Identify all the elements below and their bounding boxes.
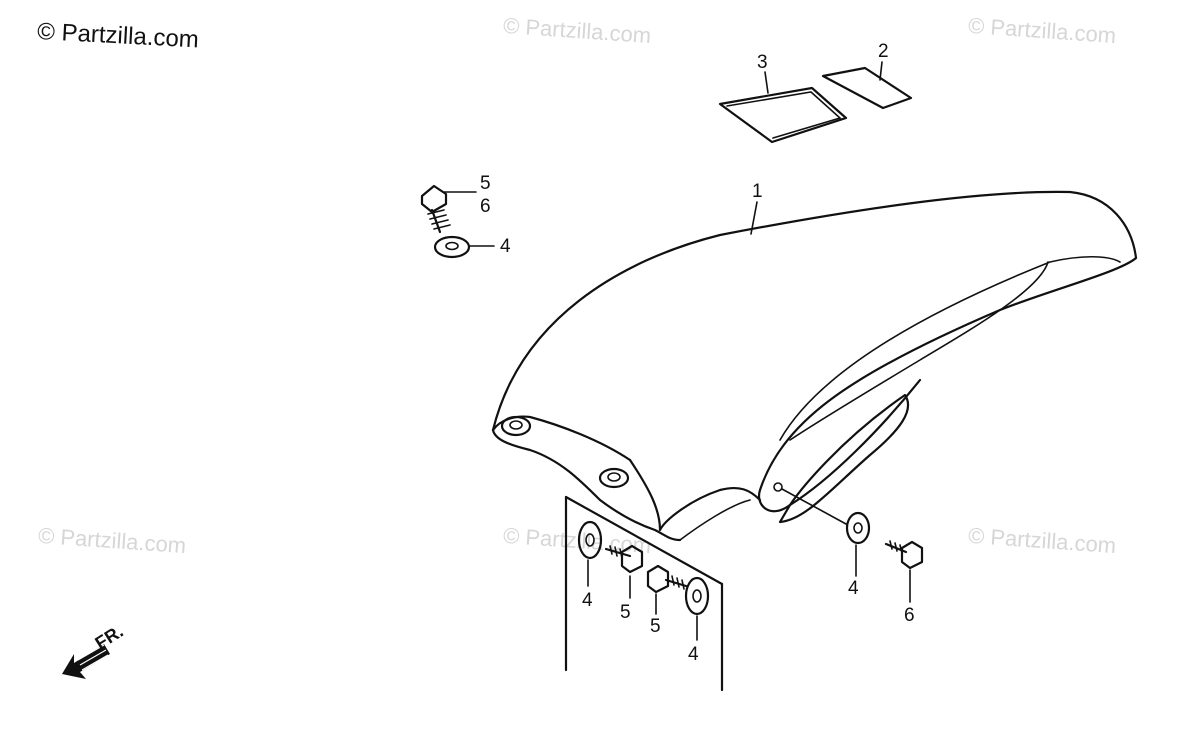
callout-1: 1 (752, 181, 763, 202)
part-3-sticker[interactable] (718, 86, 848, 144)
front-direction-arrow-icon (62, 644, 110, 679)
callout-4-top: 4 (500, 236, 511, 257)
callout-4-bottom-right: 4 (688, 644, 699, 665)
callout-5-bottom-middle: 5 (650, 616, 661, 637)
part-1-rear-fender[interactable] (491, 190, 1138, 542)
callout-4-right: 4 (848, 578, 859, 599)
callout-6-top: 6 (480, 196, 491, 217)
washer-top-left[interactable] (433, 235, 471, 259)
callout-3: 3 (757, 52, 768, 73)
bolt-right[interactable] (884, 540, 924, 570)
washer-right[interactable] (845, 511, 871, 545)
callout-2: 2 (878, 41, 889, 62)
washer-bottom-right[interactable] (684, 576, 710, 616)
callout-4-bottom-left: 4 (582, 590, 593, 611)
callout-5-top: 5 (480, 173, 491, 194)
callout-5-bottom-left: 5 (620, 602, 631, 623)
callout-6-right: 6 (904, 605, 915, 626)
leader-lines (443, 61, 911, 641)
bracket-line-top (564, 495, 724, 586)
bolt-top-left[interactable] (420, 184, 451, 234)
part-2-sticker[interactable] (821, 66, 913, 110)
washer-bottom-left[interactable] (577, 520, 603, 560)
bolt-bottom-left[interactable] (604, 544, 644, 574)
bolt-bottom-middle[interactable] (646, 564, 688, 594)
